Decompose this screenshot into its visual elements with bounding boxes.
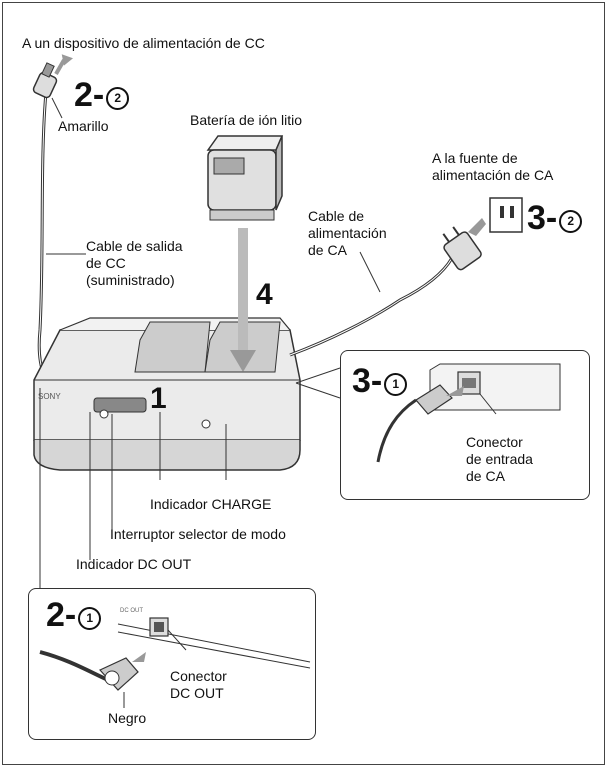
ac-power-cable (289, 257, 454, 357)
ac-plug (442, 226, 482, 271)
label-ac-cable-3: de CA (308, 242, 347, 258)
label-ac-input-3: de CA (466, 468, 505, 484)
step-1: 1 (150, 382, 167, 415)
label-ac-cable-1: Cable de (308, 208, 365, 224)
label-ac-source-2: alimentación de CA (432, 167, 554, 183)
arrow-up-dc (54, 59, 66, 75)
label-battery: Batería de ión litio (190, 112, 303, 128)
label-dc-out-connector-1: Conector (170, 668, 227, 684)
arrow-to-outlet (468, 218, 486, 236)
step-2-1: 2-1 (46, 598, 102, 632)
label-ac-cable-2: alimentación (308, 225, 387, 241)
svg-text:DC OUT: DC OUT (120, 608, 143, 614)
brand-logo: SONY (38, 392, 61, 401)
arrow-battery-down (238, 228, 248, 358)
label-dc-out-connector-2: DC OUT (170, 685, 224, 701)
label-dc-cable-3: (suministrado) (86, 272, 175, 288)
label-dc-cable-1: Cable de salida (86, 238, 183, 254)
battery-pack (206, 135, 284, 221)
label-mode-switch: Interruptor selector de modo (110, 526, 286, 542)
dc-out-detail: DC OUT (39, 608, 311, 708)
label-charge-indicator: Indicador CHARGE (150, 496, 272, 512)
label-ac-input-1: Conector (466, 434, 523, 450)
label-ac-source-1: A la fuente de (432, 150, 518, 166)
wall-outlet (489, 197, 523, 233)
dc-plug-yellow (32, 62, 58, 99)
label-black: Negro (108, 710, 147, 726)
step-3-1: 3-1 (352, 364, 408, 398)
step-3-2: 3-2 (527, 201, 583, 235)
ac-inlet-detail (376, 363, 561, 463)
label-ac-input-2: de entrada (466, 451, 533, 467)
label-dc-device: A un dispositivo de alimentación de CC (22, 35, 265, 51)
charger-body (33, 317, 301, 471)
step-2-2: 2-2 (74, 78, 130, 112)
label-dc-cable-2: de CC (86, 255, 126, 271)
label-yellow: Amarillo (58, 118, 109, 134)
step-4: 4 (256, 278, 273, 311)
label-dc-out-indicator: Indicador DC OUT (76, 556, 192, 572)
